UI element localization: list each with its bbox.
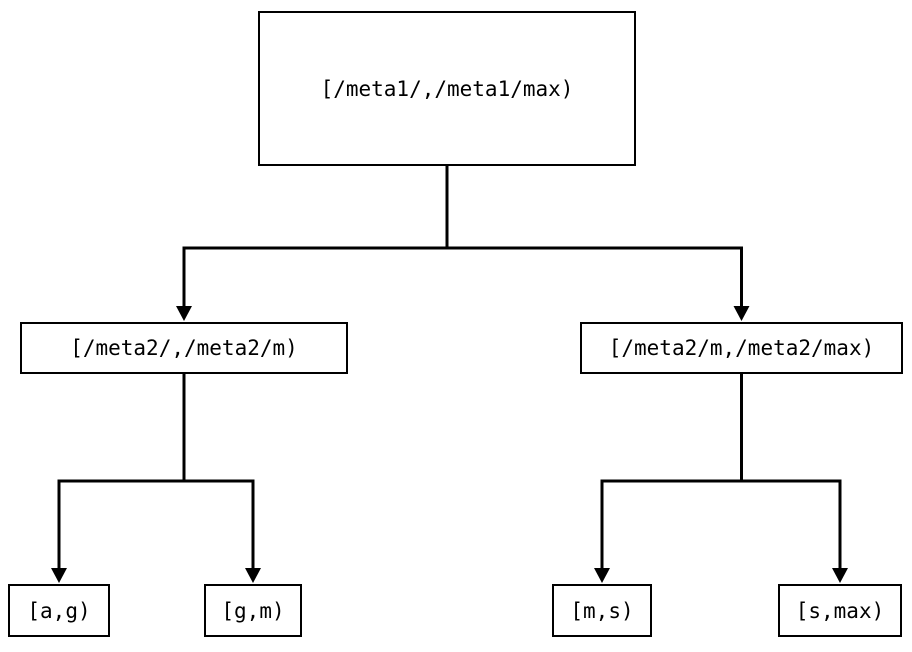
node-leaf-2[interactable]: [g,m) — [204, 584, 302, 637]
arrowhead-mid-right-to-leaf-4 — [832, 568, 848, 583]
arrowhead-root-to-mid-left — [176, 306, 192, 321]
node-leaf-4[interactable]: [s,max) — [778, 584, 902, 637]
node-leaf-1[interactable]: [a,g) — [8, 584, 110, 637]
arrowhead-mid-right-to-leaf-3 — [594, 568, 610, 583]
arrowhead-mid-left-to-leaf-1 — [51, 568, 67, 583]
node-leaf-1-label: [a,g) — [27, 598, 91, 623]
node-mid-left-label: [/meta2/,/meta2/m) — [70, 336, 298, 360]
node-root-label: [/meta1/,/meta1/max) — [320, 76, 574, 101]
arrowhead-mid-left-to-leaf-2 — [245, 568, 261, 583]
node-leaf-4-label: [s,max) — [795, 598, 885, 623]
node-leaf-3-label: [m,s) — [570, 598, 634, 623]
node-root[interactable]: [/meta1/,/meta1/max) — [258, 11, 636, 166]
node-mid-right[interactable]: [/meta2/m,/meta2/max) — [580, 322, 903, 374]
node-leaf-3[interactable]: [m,s) — [552, 584, 652, 637]
node-leaf-2-label: [g,m) — [221, 598, 285, 623]
node-mid-left[interactable]: [/meta2/,/meta2/m) — [20, 322, 348, 374]
node-mid-right-label: [/meta2/m,/meta2/max) — [608, 336, 875, 360]
arrowhead-root-to-mid-right — [733, 306, 750, 321]
